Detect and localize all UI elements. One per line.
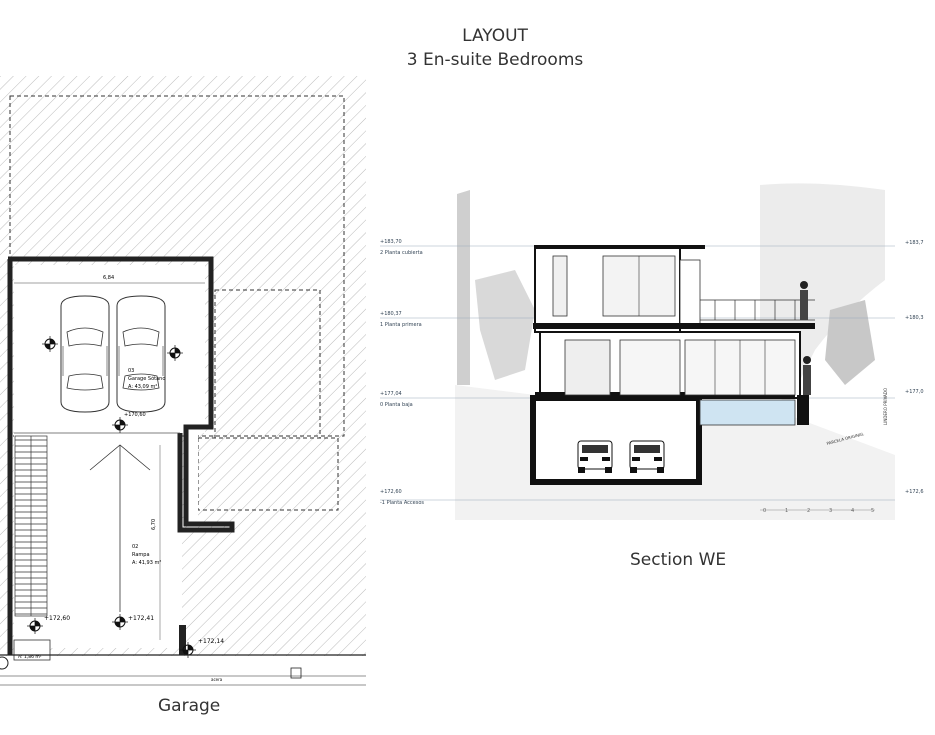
- utility-box: [290, 667, 302, 679]
- ramp-wall-end: [179, 625, 186, 655]
- scale-tick: 3: [829, 508, 832, 514]
- scale-tick: 1: [785, 508, 788, 514]
- level-roof-value: +183,70: [380, 239, 402, 245]
- person-figure-body: [803, 365, 811, 395]
- ground-floor-window: [619, 339, 681, 396]
- terrace-railing: [700, 299, 815, 321]
- right-level-first: +180,3: [905, 315, 924, 321]
- room02-number: 02: [132, 544, 138, 550]
- room03-number: 03: [128, 368, 134, 374]
- level-roof-name: 2 Planta cubierta: [380, 250, 423, 256]
- layout-subtitle: 3 En-suite Bedrooms: [406, 50, 584, 70]
- level-garage: +170,60: [124, 412, 146, 418]
- ramp-arrowhead: [89, 444, 151, 471]
- dim-top: 6,84: [103, 275, 114, 281]
- level-first-name: 1 Planta primera: [380, 322, 422, 328]
- dim-ramp: 6,70: [151, 519, 157, 530]
- tree-symbol: [0, 656, 9, 670]
- section-caption: Section WE: [630, 550, 727, 570]
- layout-title: LAYOUT: [462, 26, 528, 46]
- parked-car-left: [60, 295, 110, 413]
- level-street: +172,14: [198, 638, 224, 645]
- background-rock: [825, 300, 875, 385]
- scale-tick: 5: [871, 508, 874, 514]
- small-room-area: A: 1,86 m²: [18, 654, 42, 660]
- section-car-left: [577, 440, 613, 474]
- level-ground-name: 0 Planta baja: [380, 402, 413, 408]
- stairs: [14, 435, 48, 617]
- swimming-pool: [699, 399, 796, 426]
- room02-name: Rampa: [132, 552, 150, 558]
- lindero-label: LINDERO PRIVADO: [883, 388, 888, 425]
- level-first-value: +180,37: [380, 311, 402, 317]
- stair-core: [679, 259, 701, 327]
- basement-garage: [530, 395, 702, 485]
- room02-area: A: 41,93 m²: [132, 560, 161, 566]
- background-tree: [475, 270, 535, 380]
- level-ground-value: +177,04: [380, 391, 402, 397]
- ground-floor-window: [564, 339, 611, 396]
- right-level-roof: +183,7: [905, 240, 924, 246]
- pool-wall: [797, 395, 809, 425]
- right-level-ground: +177,0: [905, 389, 924, 395]
- section-we-drawing: +183,70 2 Planta cubierta +180,37 1 Plan…: [380, 183, 924, 520]
- first-floor-window: [552, 255, 568, 317]
- scale-tick: 4: [851, 508, 854, 514]
- left-hatched-wall: [457, 190, 470, 385]
- street-label: acera: [211, 677, 223, 682]
- level-ramp-a: +172,60: [44, 615, 70, 622]
- person-figure: [803, 356, 811, 364]
- person-figure-body: [800, 290, 808, 320]
- level-ramp-b: +172,41: [128, 615, 154, 622]
- scale-tick: 0: [763, 508, 766, 514]
- room03-area: A: 43,09 m²: [128, 384, 157, 390]
- section-car-right: [629, 440, 665, 474]
- level-access-value: +172,60: [380, 489, 402, 495]
- scale-tick: 2: [807, 508, 810, 514]
- garage-interior: [14, 265, 205, 433]
- garage-walls: [8, 256, 235, 533]
- room03-name: Garage Sótano: [128, 375, 165, 382]
- right-level-access: +172,6: [905, 489, 924, 495]
- person-figure: [800, 281, 808, 289]
- parked-car-right: [116, 295, 166, 413]
- level-access-name: -1 Planta Accesos: [380, 500, 424, 506]
- garage-caption: Garage: [158, 696, 221, 716]
- terrace-outline: [214, 289, 321, 439]
- garage-floor-plan: 6,84 03 Garage Sótano A: 43,09 m² +170,6…: [0, 76, 366, 686]
